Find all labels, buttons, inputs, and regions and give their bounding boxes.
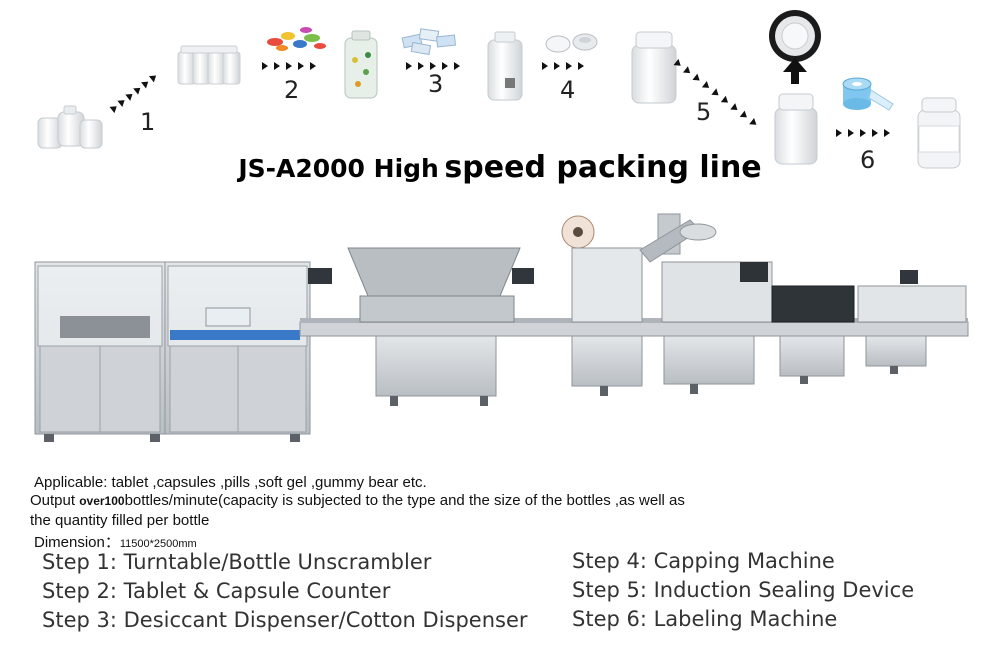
process-number-6: 6 xyxy=(860,146,876,174)
arrow-icon xyxy=(836,129,890,137)
process-number-4: 4 xyxy=(560,76,576,104)
arrow-icon xyxy=(783,58,807,84)
bottle-icon xyxy=(177,45,241,85)
bottle-icon xyxy=(774,93,818,165)
output-bold: over100 xyxy=(79,494,125,508)
process-number-3: 3 xyxy=(428,70,444,98)
step-item: Step 2: Tablet & Capsule Counter xyxy=(42,579,391,603)
step-item: Step 6: Labeling Machine xyxy=(572,607,838,631)
page-title: JS-A2000 High speed packing line xyxy=(0,150,1000,185)
dimension-label: Dimension： xyxy=(34,534,120,551)
seal-icon xyxy=(769,10,821,62)
step-item: Step 1: Turntable/Bottle Unscrambler xyxy=(42,550,432,574)
output-text-line2: the quantity filled per bottle xyxy=(30,512,210,529)
cap-icon xyxy=(545,33,598,53)
label-roll-icon xyxy=(842,77,894,111)
packing-line-machine xyxy=(34,213,969,442)
applicable-text: Applicable: tablet ,capsules ,pills ,sof… xyxy=(34,474,427,491)
step-item: Step 4: Capping Machine xyxy=(572,549,835,573)
arrow-icon xyxy=(542,62,584,70)
output-prefix: Output xyxy=(30,492,80,509)
arrow-icon xyxy=(406,62,460,70)
process-number-2: 2 xyxy=(284,76,300,104)
pills-icon xyxy=(267,27,326,51)
output-text: Output over100bottles/minute(capacity is… xyxy=(30,492,685,509)
desiccant-icon xyxy=(401,28,457,56)
process-number-1: 1 xyxy=(140,108,156,136)
step-item: Step 3: Desiccant Dispenser/Cotton Dispe… xyxy=(42,608,528,632)
bottle-icon xyxy=(344,30,378,99)
dimension-value: 11500*2500mm xyxy=(119,538,197,550)
bottle-icon xyxy=(917,97,961,169)
bottle-icon xyxy=(631,31,677,104)
title-description: speed packing line xyxy=(444,150,762,185)
arrow-icon xyxy=(673,58,759,128)
process-number-5: 5 xyxy=(696,98,712,126)
output-rest: bottles/minute(capacity is subjected to … xyxy=(124,492,685,509)
bottle-icon xyxy=(37,105,103,149)
bottle-icon xyxy=(487,31,523,101)
arrow-icon xyxy=(262,62,316,70)
step-item: Step 5: Induction Sealing Device xyxy=(572,578,915,602)
dimension-text: Dimension：11500*2500mm xyxy=(34,531,197,552)
title-model: JS-A2000 High xyxy=(238,154,439,183)
